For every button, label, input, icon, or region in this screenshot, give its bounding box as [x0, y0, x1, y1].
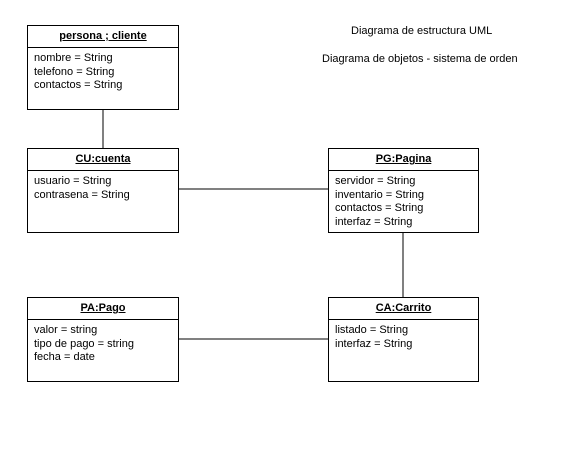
attribute-list: servidor = String inventario = String co…	[329, 171, 478, 229]
object-carrito[interactable]: CA:Carrito listado = String interfaz = S…	[328, 297, 479, 382]
attribute: inventario = String	[335, 188, 424, 201]
attribute: servidor = String	[335, 175, 416, 187]
attribute-list: nombre = String telefono = String contac…	[28, 48, 178, 93]
attribute: interfaz = String	[335, 215, 413, 228]
attribute-list: usuario = String contrasena = String	[28, 171, 178, 202]
attribute: fecha = date	[34, 351, 95, 363]
attribute: nombre = String	[34, 52, 113, 64]
diagram-subtitle: Diagrama de objetos - sistema de orden	[322, 53, 518, 65]
attribute: telefono = String	[34, 65, 115, 78]
attribute: interfaz = String	[335, 337, 413, 350]
object-name: CU:cuenta	[28, 149, 178, 171]
attribute-list: valor = string tipo de pago = string fec…	[28, 320, 178, 365]
attribute: contrasena = String	[34, 188, 130, 201]
attribute: tipo de pago = string	[34, 337, 134, 350]
object-name: CA:Carrito	[329, 298, 478, 320]
attribute: usuario = String	[34, 175, 112, 187]
attribute-list: listado = String interfaz = String	[329, 320, 478, 351]
object-cuenta[interactable]: CU:cuenta usuario = String contrasena = …	[27, 148, 179, 233]
diagram-title: Diagrama de estructura UML	[351, 25, 493, 37]
object-name: persona ; cliente	[28, 26, 178, 48]
attribute: contactos = String	[335, 202, 424, 214]
attribute: contactos = String	[34, 79, 123, 91]
object-pago[interactable]: PA:Pago valor = string tipo de pago = st…	[27, 297, 179, 382]
attribute: listado = String	[335, 324, 409, 336]
attribute: valor = string	[34, 324, 98, 336]
object-name: PA:Pago	[28, 298, 178, 320]
object-name: PG:Pagina	[329, 149, 478, 171]
object-pagina[interactable]: PG:Pagina servidor = String inventario =…	[328, 148, 479, 233]
object-persona-cliente[interactable]: persona ; cliente nombre = String telefo…	[27, 25, 179, 110]
